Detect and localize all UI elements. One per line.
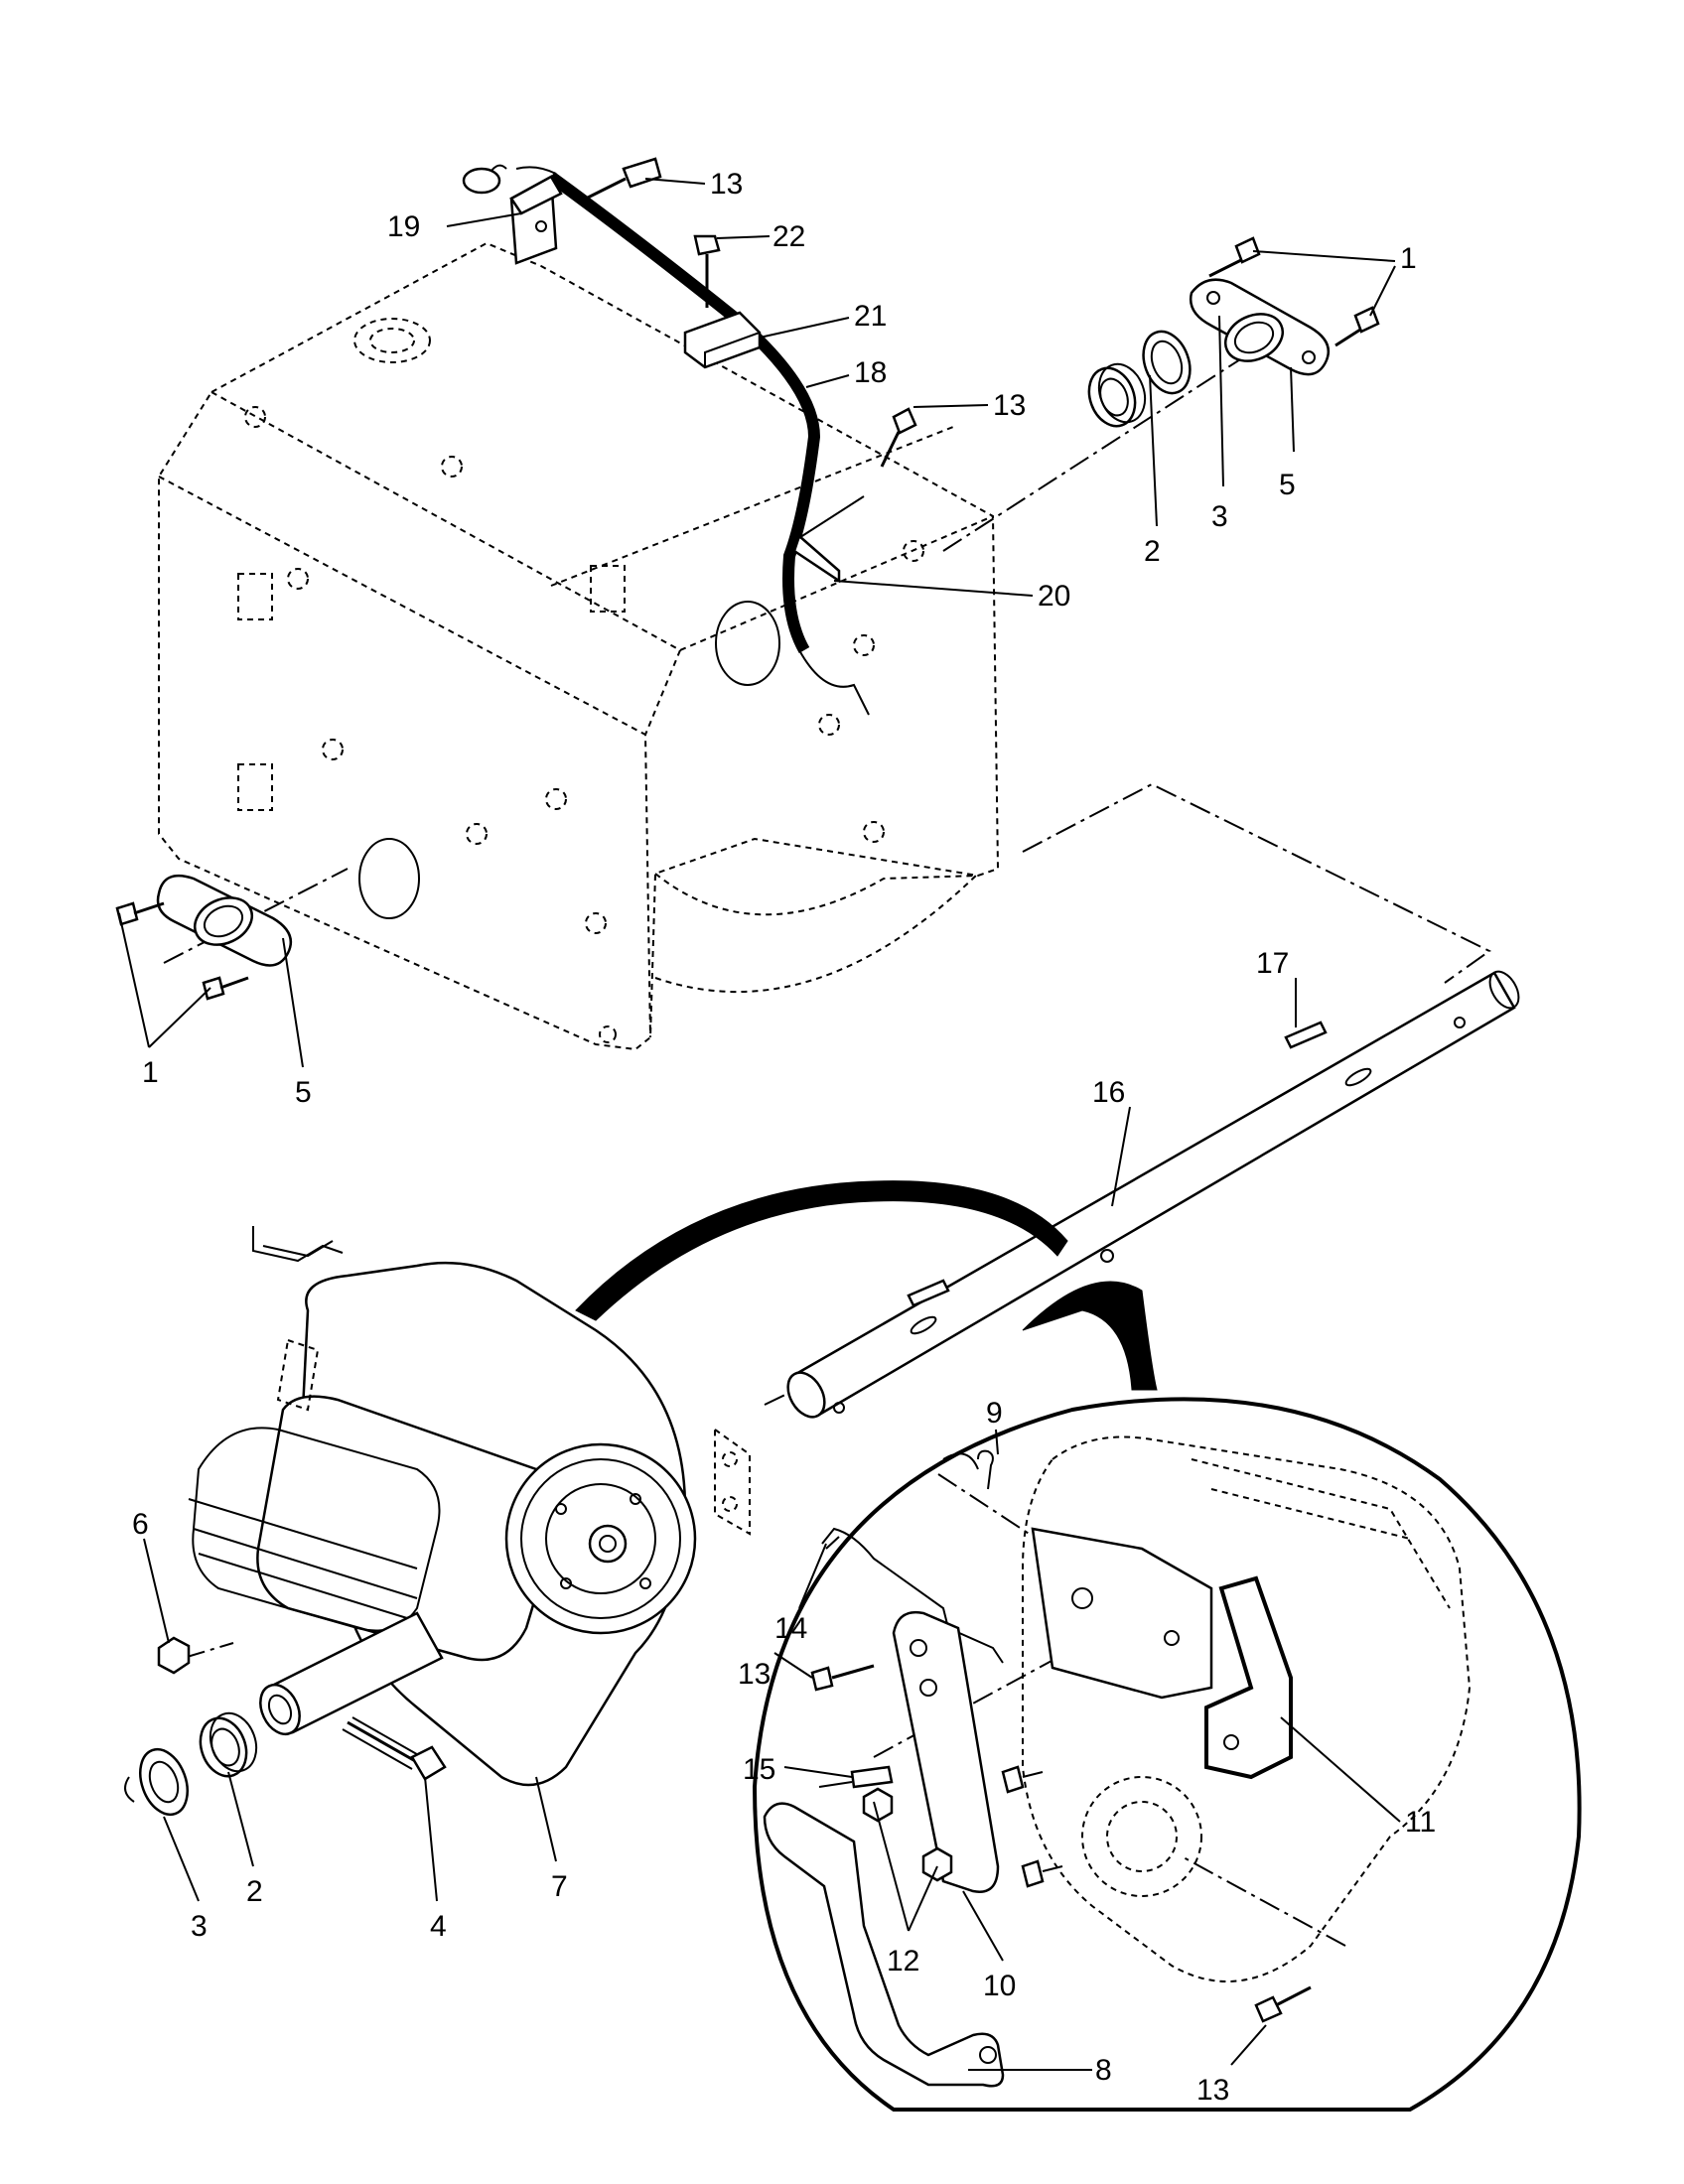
bracket-10: [892, 1610, 1000, 1893]
control-rod-14: [821, 1452, 1004, 1664]
bolt-4: [342, 1716, 447, 1781]
bolts-1-left: [115, 901, 249, 1001]
bolt-13-detail-bottom: [1254, 1985, 1312, 2023]
studs: [1001, 1765, 1063, 1888]
leader-lines: [118, 178, 1401, 2071]
callout-1-left: 1: [142, 1056, 159, 1089]
output-shaft: [259, 1611, 444, 1736]
callout-6: 6: [132, 1508, 149, 1541]
bracket-19: [509, 174, 563, 265]
callout-3-left: 3: [191, 1910, 208, 1943]
nuts-12: [862, 1787, 953, 1882]
callout-11: 11: [1405, 1806, 1436, 1839]
detail-inset: [752, 1397, 1582, 2112]
cotter-pin-9: [977, 1449, 994, 1490]
callout-22: 22: [772, 220, 805, 253]
callout-5-right: 5: [1279, 469, 1296, 501]
flange-bearing-5-right: [1189, 278, 1331, 376]
callout-10: 10: [983, 1970, 1016, 2002]
callout-2-left: 2: [246, 1875, 263, 1908]
bolts-1-right: [1208, 236, 1380, 347]
callout-16: 16: [1092, 1076, 1125, 1109]
bearing-2-right: [1087, 362, 1147, 428]
callout-17: 17: [1256, 947, 1289, 980]
auger-housing-phantom: [158, 241, 1000, 1051]
callout-7: 7: [551, 1870, 568, 1903]
callout-3-right: 3: [1211, 500, 1228, 533]
callout-labels: 13 19 22 21 18 13 20 1 5 3 2 1 5 17 16 9…: [132, 168, 1436, 2107]
shaft-16: [786, 970, 1520, 1419]
bearing-2-left: [199, 1711, 258, 1778]
callout-5-left: 5: [295, 1076, 312, 1109]
washer-3-right: [1142, 330, 1192, 395]
callout-18: 18: [854, 356, 887, 389]
callout-13-mid: 13: [993, 389, 1026, 422]
bolt-13-detail-left: [810, 1664, 875, 1692]
clamp-21: [683, 311, 762, 369]
callout-15: 15: [743, 1753, 775, 1786]
callout-19: 19: [387, 210, 420, 243]
callout-8: 8: [1095, 2054, 1112, 2087]
callout-13-top: 13: [710, 168, 743, 201]
callout-4: 4: [430, 1910, 447, 1943]
nut-6: [157, 1636, 191, 1675]
callout-13-detail-left: 13: [738, 1658, 771, 1691]
key-17: [907, 1021, 1328, 1307]
callout-21: 21: [854, 300, 887, 333]
callout-1-right: 1: [1400, 242, 1417, 275]
callout-12: 12: [887, 1945, 919, 1978]
callout-13-detail-bottom: 13: [1196, 2074, 1229, 2107]
callout-9: 9: [986, 1397, 1003, 1430]
callout-2-right: 2: [1144, 535, 1161, 568]
washer-3-left: [124, 1747, 189, 1817]
pin-15: [818, 1765, 894, 1789]
bolt-13-mid: [880, 407, 917, 468]
callout-14: 14: [774, 1612, 807, 1645]
flange-bearing-5-left: [156, 874, 293, 967]
cable-18: [462, 164, 870, 716]
callout-20: 20: [1038, 580, 1070, 613]
detail-connector: [575, 1180, 1158, 1391]
bracket-8: [763, 1802, 1005, 2088]
screw-22: [693, 234, 721, 308]
